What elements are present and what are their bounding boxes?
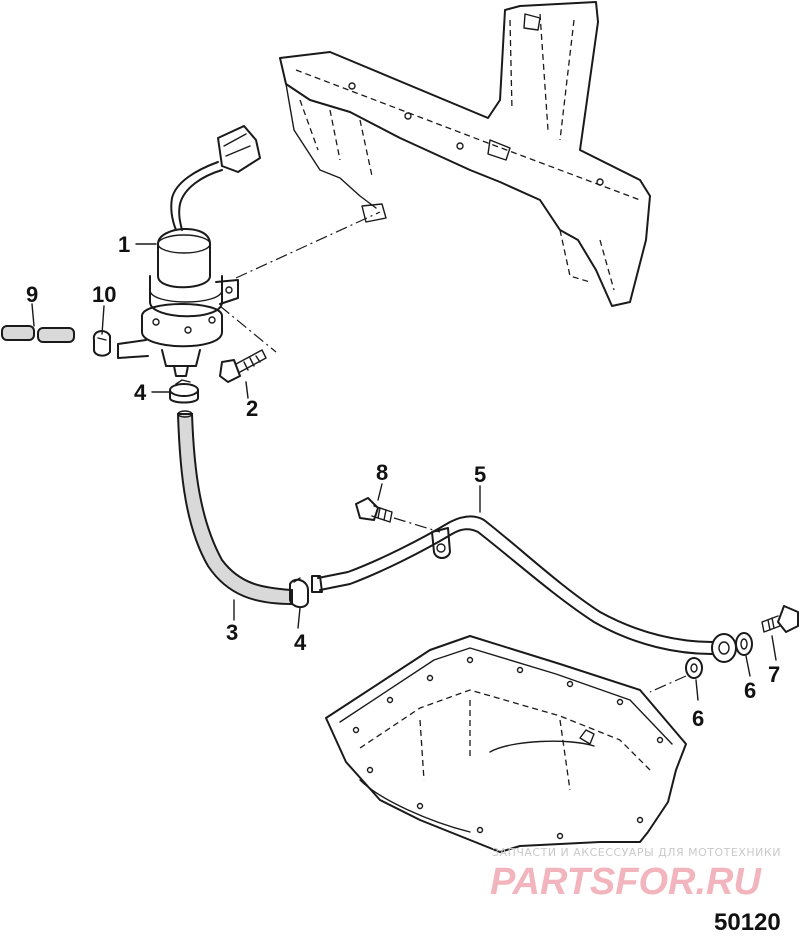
callout-5: 5 [474,462,486,487]
callout-9: 9 [26,282,38,307]
callout-8: 8 [376,460,388,485]
callout-7: 7 [768,662,780,687]
bolt-item-8 [355,497,441,533]
washer-item-6-right [735,632,753,656]
figure-id: 50120 [714,909,781,936]
callout-1: 1 [118,232,130,257]
alignment-line-upper [235,211,381,279]
watermark-brand: PARTSFOR.RU [490,861,762,903]
banjo-bolt-item-7 [761,605,799,633]
washer-item-6-lower [685,657,703,679]
mounting-bracket [279,1,651,307]
fuel-pump [117,125,261,377]
fuel-hose-item-3 [176,410,293,606]
callout-6-lower: 6 [692,706,704,731]
hose-piece-item-9 [1,325,75,343]
callout-4-upper: 4 [134,380,147,405]
alignment-line-washer [649,675,687,693]
clamp-item-4-upper [169,379,199,404]
alignment-line-lower [219,305,277,353]
watermark-subtitle: ЗАПЧАСТИ И АКСЕССУАРЫ ДЛЯ МОТОТЕХНИКИ [492,846,781,859]
callout-4-lower: 4 [294,630,307,655]
callout-6-right: 6 [744,678,756,703]
clamp-item-10 [92,330,111,357]
clamp-item-4-lower [289,577,309,608]
callout-2: 2 [246,396,258,421]
bolt-item-2 [219,349,267,383]
leader-lines [31,243,777,701]
fuel-tube-item-5 [311,515,737,663]
oil-pan [325,635,687,853]
callout-3: 3 [226,620,238,645]
callout-10: 10 [92,282,116,307]
